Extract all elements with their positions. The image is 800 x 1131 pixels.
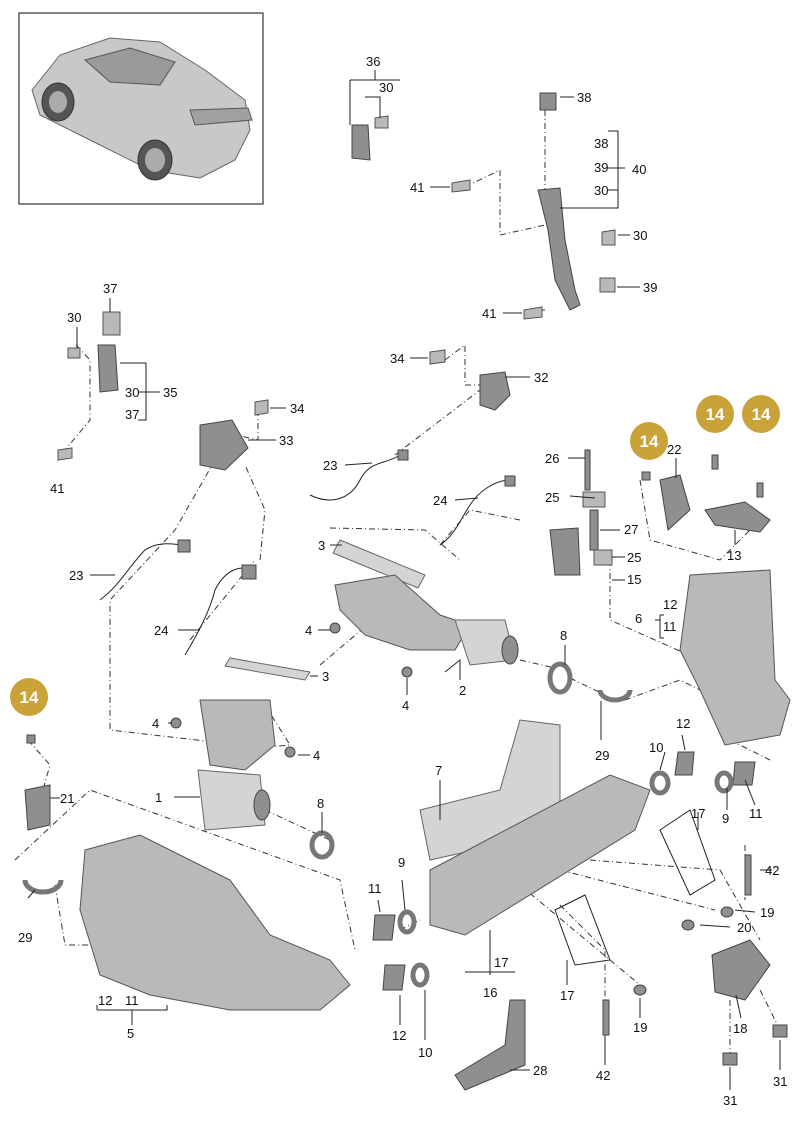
- manifold-1-drawing: [199, 699, 276, 771]
- callout-22: 22: [667, 442, 681, 457]
- callout-23: 23: [323, 458, 337, 473]
- callout-17: 17: [494, 955, 508, 970]
- callout-37: 37: [125, 407, 139, 422]
- callout-24: 24: [154, 623, 168, 638]
- callout-6: 6: [635, 611, 642, 626]
- leader-lines: [27, 70, 781, 1090]
- svg-text:14: 14: [706, 405, 725, 424]
- callout-30: 30: [379, 80, 393, 95]
- badge-14-c: 14: [742, 395, 780, 433]
- callout-26: 26: [545, 451, 559, 466]
- callout-2: 2: [459, 683, 466, 698]
- callout-25: 25: [627, 550, 641, 565]
- callout-39: 39: [594, 160, 608, 175]
- svg-text:14: 14: [20, 688, 39, 707]
- callout-40: 40: [632, 162, 646, 177]
- callout-9: 9: [398, 855, 405, 870]
- callout-30: 30: [594, 183, 608, 198]
- callout-42: 42: [596, 1068, 610, 1083]
- callout-29: 29: [595, 748, 609, 763]
- callout-30: 30: [125, 385, 139, 400]
- callout-4: 4: [152, 716, 159, 731]
- car-thumbnail: [18, 12, 264, 205]
- callout-11: 11: [125, 993, 139, 1008]
- callout-29: 29: [18, 930, 32, 945]
- callout-4: 4: [402, 698, 409, 713]
- callout-5: 5: [127, 1026, 134, 1041]
- callout-25: 25: [545, 490, 559, 505]
- callout-3: 3: [322, 669, 329, 684]
- callout-28: 28: [533, 1063, 547, 1078]
- callout-30: 30: [67, 310, 81, 325]
- bracket-36-drawing: [351, 124, 371, 161]
- callout-34: 34: [290, 401, 304, 416]
- badge-14-a: 14: [630, 422, 668, 460]
- badge-14-b: 14: [696, 395, 734, 433]
- callout-8: 8: [560, 628, 567, 643]
- callout-20: 20: [737, 920, 751, 935]
- callout-35: 35: [163, 385, 177, 400]
- callout-27: 27: [624, 522, 638, 537]
- callout-41: 41: [482, 306, 496, 321]
- callout-34: 34: [390, 351, 404, 366]
- muffler-16-drawing: [429, 774, 651, 936]
- callout-3: 3: [318, 538, 325, 553]
- muffler-5-drawing: [79, 834, 351, 1011]
- callout-12: 12: [663, 597, 677, 612]
- badge-14-d: 14: [10, 678, 48, 716]
- callout-24: 24: [433, 493, 447, 508]
- callout-36: 36: [366, 54, 380, 69]
- callout-31: 31: [773, 1074, 787, 1089]
- callout-38: 38: [594, 136, 608, 151]
- callout-32: 32: [534, 370, 548, 385]
- part-drawings: [22, 92, 791, 1091]
- manifold-2-drawing: [334, 574, 471, 651]
- callout-7: 7: [435, 763, 442, 778]
- callout-19: 19: [760, 905, 774, 920]
- callout-9: 9: [722, 811, 729, 826]
- callout-42: 42: [765, 863, 779, 878]
- callout-1: 1: [155, 790, 162, 805]
- callout-12: 12: [98, 993, 112, 1008]
- callout-labels: 36 30 38 38 39 40 30 30 39 41 41 37 30 3…: [18, 54, 787, 1108]
- callout-18: 18: [733, 1021, 747, 1036]
- callout-15: 15: [627, 572, 641, 587]
- callout-19: 19: [633, 1020, 647, 1035]
- callout-23: 23: [69, 568, 83, 583]
- callout-39: 39: [643, 280, 657, 295]
- callout-17: 17: [560, 988, 574, 1003]
- callout-12: 12: [392, 1028, 406, 1043]
- callout-11: 11: [749, 806, 763, 821]
- callout-37: 37: [103, 281, 117, 296]
- callout-17: 17: [691, 806, 705, 821]
- callout-31: 31: [723, 1093, 737, 1108]
- callout-16: 16: [483, 985, 497, 1000]
- bracket-40-drawing: [537, 187, 581, 311]
- callout-41: 41: [410, 180, 424, 195]
- callout-21: 21: [60, 791, 74, 806]
- callout-11: 11: [663, 619, 677, 634]
- callout-33: 33: [279, 433, 293, 448]
- svg-text:14: 14: [752, 405, 771, 424]
- callout-4: 4: [305, 623, 312, 638]
- svg-text:14: 14: [640, 432, 659, 451]
- muffler-6-drawing: [679, 569, 791, 746]
- callout-4: 4: [313, 748, 320, 763]
- callout-38: 38: [577, 90, 591, 105]
- callout-41: 41: [50, 481, 64, 496]
- callout-13: 13: [727, 548, 741, 563]
- callout-8: 8: [317, 796, 324, 811]
- callout-10: 10: [418, 1045, 432, 1060]
- callout-10: 10: [649, 740, 663, 755]
- callout-12: 12: [676, 716, 690, 731]
- callout-30: 30: [633, 228, 647, 243]
- callout-11: 11: [368, 881, 382, 896]
